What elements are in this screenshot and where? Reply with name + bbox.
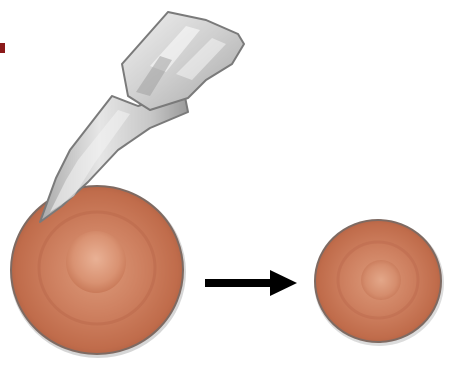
right-arrow-icon	[205, 270, 297, 296]
large-pastry-center	[66, 231, 126, 293]
cutter-handle	[122, 12, 244, 110]
small-pastry	[314, 220, 444, 346]
large-pastry	[10, 186, 186, 358]
arrow-shaft	[205, 279, 275, 287]
small-pastry-center	[361, 260, 401, 300]
corner-mark	[0, 43, 5, 53]
cutter-icon	[40, 12, 244, 222]
arrow-head	[270, 270, 297, 296]
